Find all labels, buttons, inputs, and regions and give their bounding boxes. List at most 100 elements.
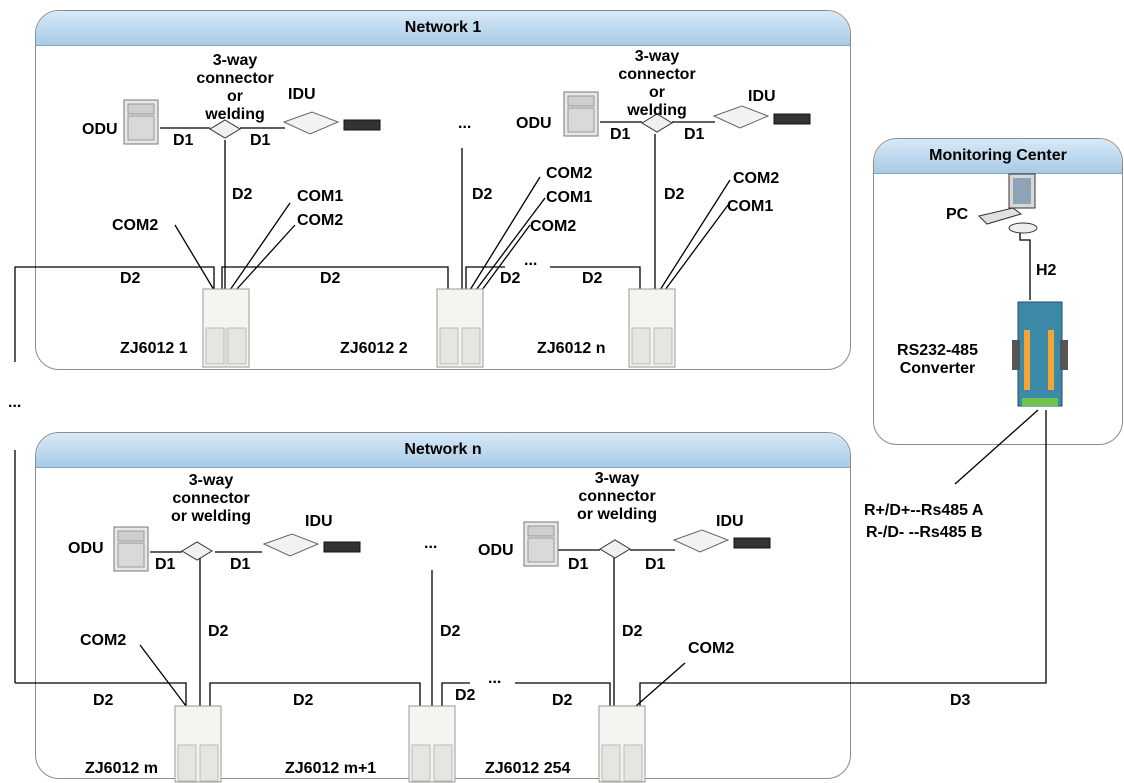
com-leader: [139, 644, 187, 707]
ellipsis-label: ...: [424, 535, 438, 552]
gateway-label: ZJ6012 2: [340, 340, 408, 357]
gateway-cabinet-icon: [628, 288, 676, 368]
bus-line-d2: [209, 682, 421, 706]
gateway-label: ZJ6012 254: [485, 760, 571, 777]
ellipsis-label: ...: [8, 394, 22, 411]
connector-label: 3-way connector or welding: [572, 470, 662, 524]
connector-text: 3-way connector or welding: [171, 472, 251, 525]
bus-line-d2: [221, 266, 449, 290]
connector-label: 3-way connector or welding: [166, 472, 256, 526]
d2-label: D2: [293, 692, 314, 709]
d2-label: D2: [582, 270, 603, 287]
gateway-label: ZJ6012 m: [85, 760, 158, 777]
d1-label: D1: [645, 556, 666, 573]
d2-label: D2: [500, 270, 521, 287]
gateway-cabinet-icon: [436, 288, 484, 368]
odu-unit-icon: [563, 91, 599, 137]
pc-label: PC: [946, 206, 969, 223]
d2-label: D2: [552, 692, 573, 709]
d1-label: D1: [230, 556, 251, 573]
odu-unit-icon: [523, 521, 559, 567]
d2-label: D2: [120, 270, 141, 287]
connector-icon: [641, 113, 673, 133]
idu-label: IDU: [305, 513, 333, 530]
gateway-cabinet-icon: [202, 288, 250, 368]
com-leader: [481, 224, 531, 291]
rs485-leader: [954, 409, 1039, 485]
com-leader: [664, 204, 729, 291]
d1-label: D1: [568, 556, 589, 573]
connector-label: 3-way connector or welding: [612, 48, 702, 120]
bus-line-d2: [550, 266, 641, 290]
h2-label: H2: [1036, 262, 1057, 279]
gateway-label: ZJ6012 m+1: [285, 760, 377, 777]
ellipsis-label: ...: [488, 670, 502, 687]
d2-label: D2: [455, 687, 476, 704]
gateway-cabinet-icon: [408, 705, 456, 783]
com2-label: COM2: [112, 217, 159, 234]
connector-icon: [209, 119, 241, 139]
gateway-cabinet-icon: [598, 705, 646, 783]
connector-text: 3-way connector or welding: [196, 52, 274, 123]
com-leader: [174, 224, 215, 291]
rs485-a-label: R+/D+--Rs485 A: [864, 502, 984, 519]
converter-label: RS232-485 Converter: [880, 342, 995, 378]
com2-label: COM2: [546, 165, 593, 182]
d2-label: D2: [232, 186, 253, 203]
com1-label: COM1: [727, 198, 774, 215]
com2-label: COM2: [297, 212, 344, 229]
com-leader: [229, 202, 291, 291]
bus-line-d2: [515, 682, 611, 706]
odu-unit-icon: [113, 526, 149, 572]
com2-label: COM2: [80, 632, 127, 649]
d1-label: D1: [684, 126, 705, 143]
connector-text: 3-way connector or welding: [618, 48, 696, 119]
rs485-b-label: R-/D- --Rs485 B: [866, 524, 983, 541]
network-1-title: Network 1: [36, 11, 850, 46]
bus-line-d2: [441, 682, 470, 706]
gateway-cabinet-icon: [174, 705, 222, 783]
network-n-title: Network n: [36, 433, 850, 468]
connector-label: 3-way connector or welding: [190, 52, 280, 124]
com1-label: COM1: [297, 188, 344, 205]
com2-label: COM2: [688, 640, 735, 657]
com-leader: [235, 224, 296, 291]
connector-icon: [599, 539, 631, 559]
ellipsis-label: ...: [524, 252, 538, 269]
d1-label: D1: [250, 132, 271, 149]
bus-line-d2: [15, 682, 187, 706]
com-leader: [475, 197, 546, 291]
idu-label: IDU: [748, 88, 776, 105]
idu-label: IDU: [716, 513, 744, 530]
idu-unit-icon: [712, 105, 811, 129]
odu-label: ODU: [68, 540, 104, 557]
odu-label: ODU: [516, 115, 552, 132]
connector-icon: [181, 541, 213, 561]
com2-label: COM2: [733, 170, 780, 187]
d2-label: D2: [472, 186, 493, 203]
d1-label: D1: [173, 132, 194, 149]
bus-line-d2: [14, 266, 215, 362]
d1-label: D1: [610, 126, 631, 143]
odu-label: ODU: [82, 121, 118, 138]
pc-icon: [978, 173, 1038, 234]
monitoring-center-panel: Monitoring Center: [873, 138, 1123, 445]
gateway-label: ZJ6012 n: [537, 340, 606, 357]
rs232-485-converter-icon: [1012, 301, 1068, 407]
connector-text: 3-way connector or welding: [577, 470, 657, 523]
d2-label: D2: [320, 270, 341, 287]
d1-label: D1: [155, 556, 176, 573]
idu-label: IDU: [288, 86, 316, 103]
com2-label: COM2: [530, 218, 577, 235]
d2-label: D2: [664, 186, 685, 203]
converter-text: RS232-485 Converter: [897, 342, 978, 377]
com-leader: [635, 662, 686, 707]
d3-label: D3: [950, 692, 971, 709]
d2-label: D2: [440, 623, 461, 640]
odu-unit-icon: [123, 99, 159, 145]
d3-line: [639, 410, 1047, 706]
gateway-label: ZJ6012 1: [120, 340, 188, 357]
idu-unit-icon: [282, 111, 381, 135]
odu-label: ODU: [478, 542, 514, 559]
